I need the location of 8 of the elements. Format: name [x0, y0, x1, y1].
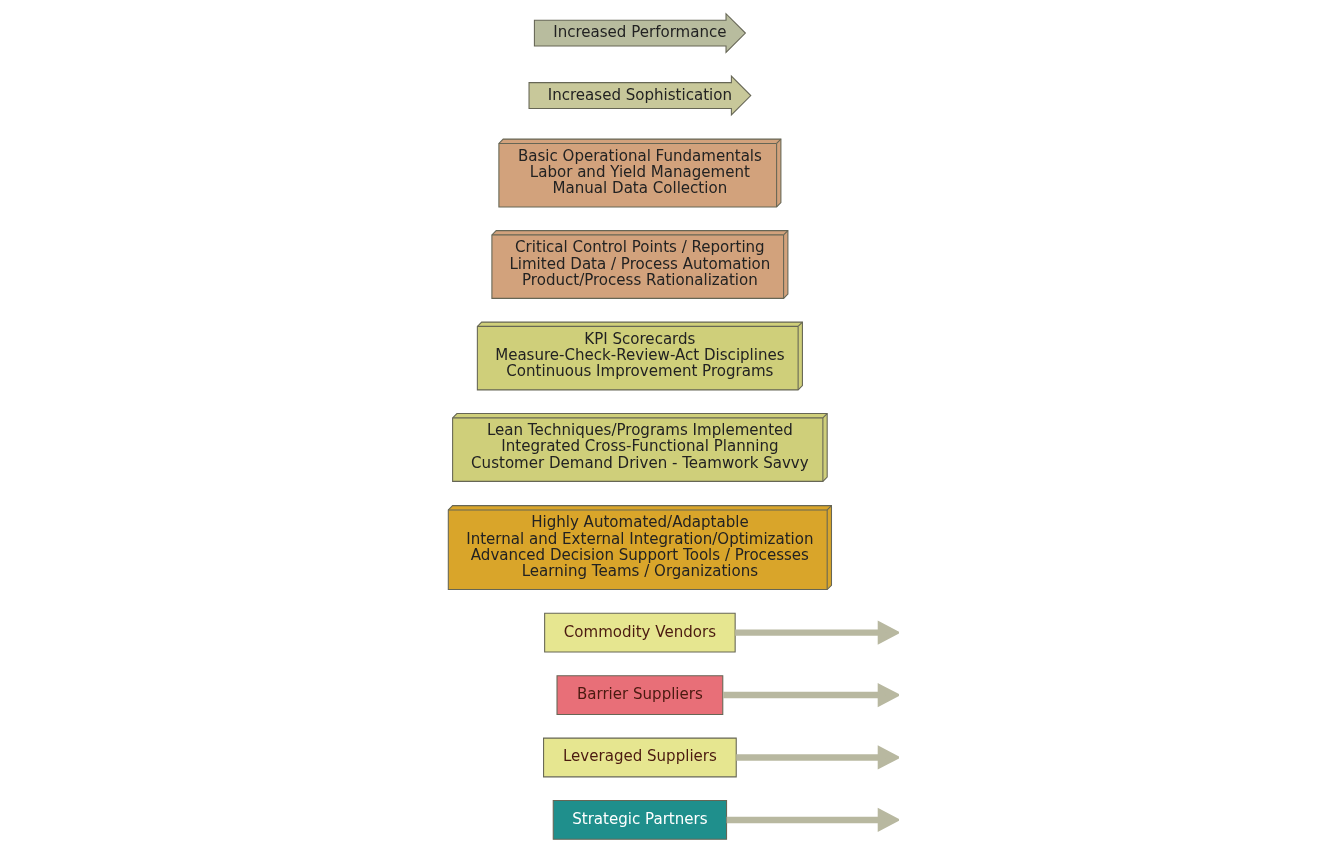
node-box: Commodity Vendors	[544, 612, 736, 653]
node-box: Strategic Partners	[552, 799, 728, 840]
arrow	[735, 620, 899, 645]
arrow	[736, 744, 899, 770]
node-box: Barrier Suppliers	[556, 674, 724, 715]
arrow	[726, 807, 899, 832]
node-box: Leveraged Suppliers	[543, 737, 737, 777]
arrow	[723, 682, 899, 707]
